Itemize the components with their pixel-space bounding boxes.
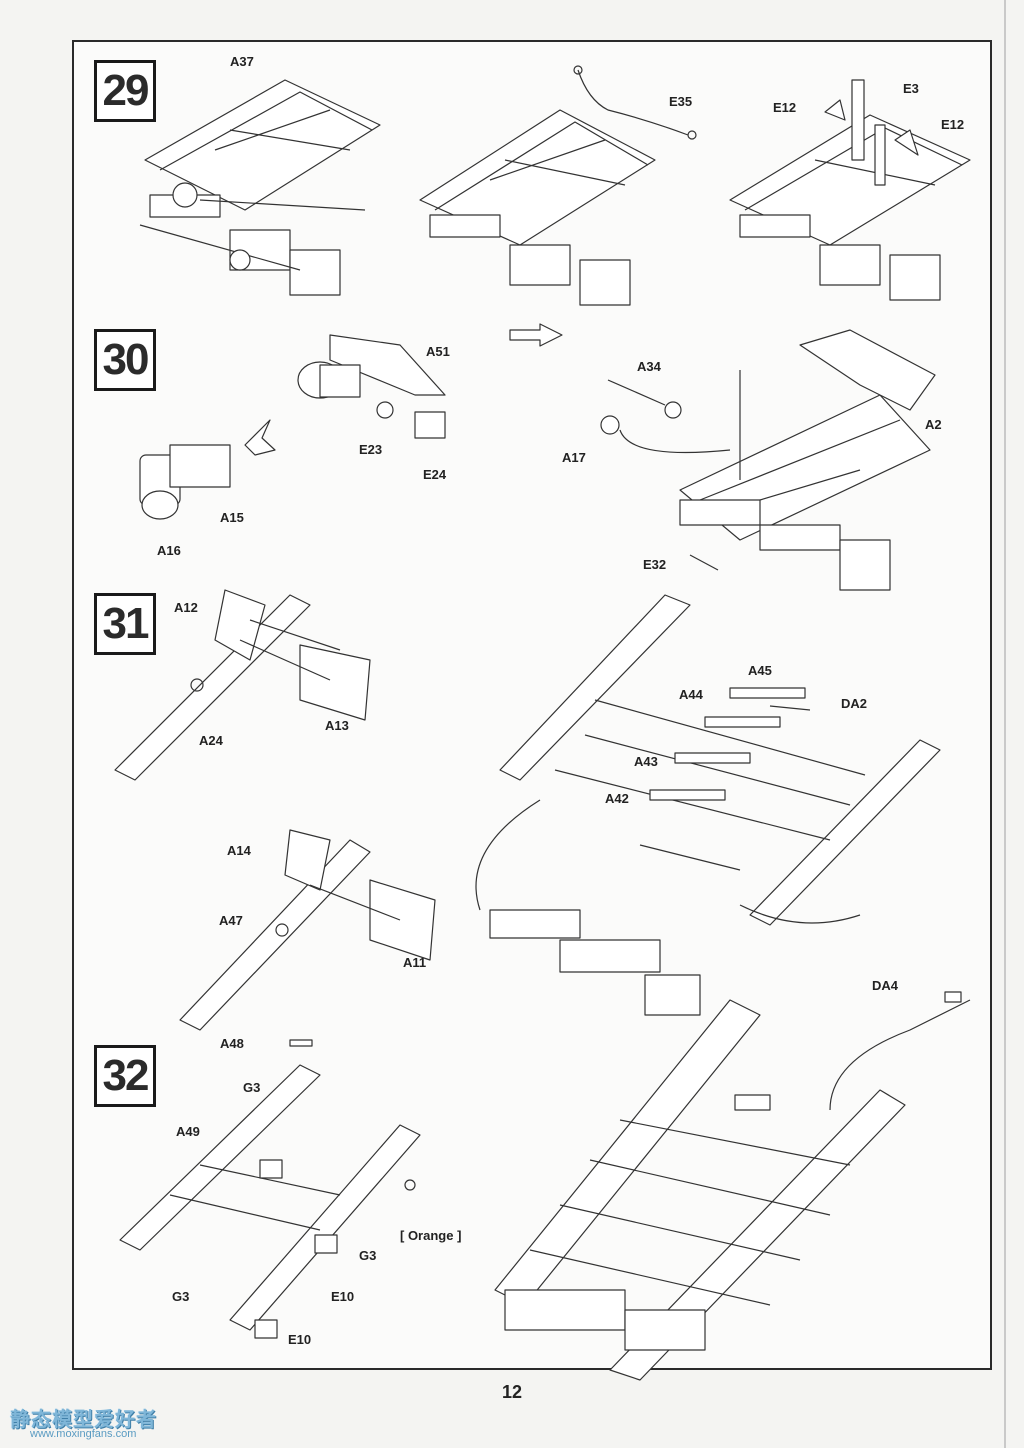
step-30-assembly (600, 329, 936, 591)
part-label-e32: E32 (643, 557, 667, 572)
watermark-text: 静态模型爱好者 (10, 1409, 157, 1431)
part-label-a47: A47 (219, 913, 243, 928)
step-31-assembly (475, 594, 941, 1016)
part-label-g3-middle: G3 (359, 1248, 377, 1263)
step-29-chassis-a (139, 79, 381, 296)
part-label-a14: A14 (227, 843, 251, 858)
part-label-da2: DA2 (841, 696, 868, 711)
part-label-a11: A11 (403, 955, 427, 970)
part-label-a34: A34 (637, 359, 661, 374)
step-31-frame-a (114, 589, 371, 781)
part-label-e24: E24 (423, 467, 447, 482)
step-30-parts (139, 323, 563, 520)
part-label-e10-middle: E10 (331, 1289, 355, 1304)
step-31-frame-b (179, 829, 436, 1031)
part-label-e23: E23 (359, 442, 383, 457)
part-label-a42: A42 (605, 791, 629, 806)
part-label-e3: E3 (903, 81, 919, 96)
part-label-a2: A2 (925, 417, 942, 432)
part-label-a16: A16 (157, 543, 181, 558)
part-label-a51: A51 (426, 344, 450, 359)
part-label-a43: A43 (634, 754, 658, 769)
step-29-number: 29 (94, 60, 156, 122)
part-label-a13: A13 (325, 718, 349, 733)
page-edge (1004, 0, 1006, 1448)
step-29-chassis-c (729, 79, 971, 301)
part-label-a37: A37 (230, 54, 254, 69)
step-32-number: 32 (94, 1045, 156, 1107)
part-label-a17: A17 (562, 450, 586, 465)
part-label-a45: A45 (748, 663, 772, 678)
part-label-a49: A49 (176, 1124, 200, 1139)
part-label-e12-left: E12 (773, 100, 797, 115)
step-29-chassis-b (419, 65, 697, 306)
page-number: 12 (501, 1382, 523, 1402)
part-label-a12: A12 (174, 600, 198, 615)
step-30-number: 30 (94, 329, 156, 391)
part-label-da4: DA4 (872, 978, 899, 993)
part-label-a15: A15 (220, 510, 244, 525)
step-32-assembly (494, 991, 971, 1381)
step-32-frame (119, 1039, 421, 1339)
part-label-g3-bottom: G3 (172, 1289, 190, 1304)
part-label-orange: [ Orange ] (400, 1228, 462, 1243)
watermark-url: www.moxingfans.com (30, 1428, 137, 1440)
part-label-g3-top: G3 (243, 1080, 261, 1095)
part-label-e35: E35 (669, 94, 693, 109)
part-label-e12-right: E12 (941, 117, 965, 132)
part-label-a24: A24 (199, 733, 223, 748)
part-label-a48: A48 (220, 1036, 244, 1051)
part-label-a44: A44 (679, 687, 703, 702)
part-label-e10-bottom: E10 (288, 1332, 312, 1347)
step-31-number: 31 (94, 593, 156, 655)
